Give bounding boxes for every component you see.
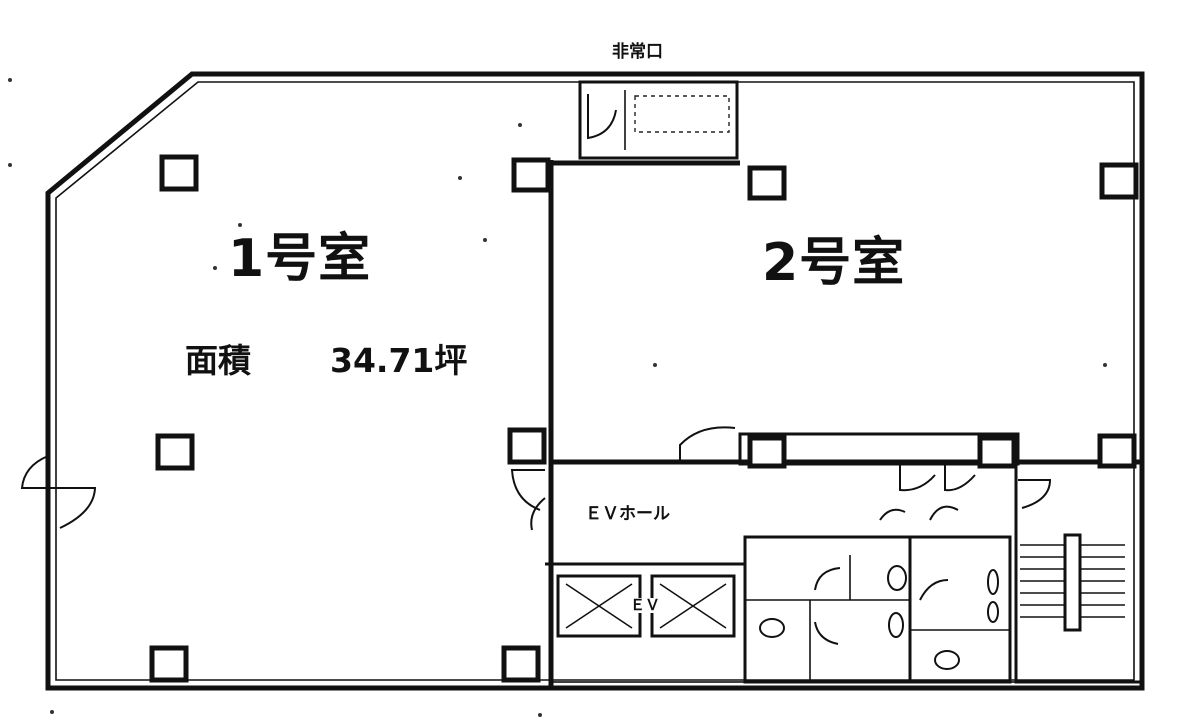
toilet-bowl-3 (934, 650, 960, 670)
toilet-right-block (908, 535, 1012, 684)
elevator-2-cross-b (659, 583, 727, 629)
toilet-door-1 (814, 567, 841, 591)
sink-2 (987, 601, 999, 623)
column (507, 427, 547, 465)
column (747, 165, 787, 201)
room1-label: 1号室 (228, 229, 372, 289)
room1-entrance-door-2 (20, 455, 49, 489)
room2-bottom-wall-strip (738, 432, 1020, 466)
room2-label: 2号室 (762, 233, 906, 293)
toilet-entry-door-2 (929, 505, 959, 521)
exit-stair-hatch (634, 95, 730, 133)
ev-hall-label: ＥＶホール (585, 504, 670, 524)
room1-entrance-door (48, 487, 97, 529)
emergency-exit-label: 非常口 (612, 42, 663, 62)
stair-door (1018, 479, 1052, 509)
emergency-exit-block (578, 80, 739, 160)
column (1099, 162, 1139, 200)
scan-specks (8, 78, 1107, 717)
room2-door-3 (944, 464, 976, 492)
stair-treads (1020, 533, 1125, 632)
stair-block (1014, 460, 1144, 684)
toilet-bowl-1 (759, 618, 785, 638)
toilet-block (743, 535, 912, 684)
toilet-bowl-4 (887, 565, 907, 591)
column (159, 154, 199, 192)
ev-label: ＥＶ (630, 596, 661, 614)
column (511, 157, 551, 193)
room1-area-value: 34.71坪 (330, 341, 468, 380)
ev-hall-area (550, 461, 1017, 683)
column (501, 645, 541, 683)
column (155, 433, 195, 471)
building-outline (45, 71, 1145, 691)
sink-1 (987, 569, 999, 595)
room2-door-2 (899, 464, 936, 492)
room2-door (679, 426, 736, 462)
column (977, 435, 1017, 469)
column (747, 435, 787, 469)
column (1097, 433, 1137, 469)
toilet-bowl-2 (888, 612, 904, 638)
building-outline-inner (55, 81, 1135, 681)
elevator-1-cross-b (565, 583, 633, 629)
column (149, 645, 189, 683)
exit-door-swing (587, 94, 617, 140)
ev-hall-side-door (530, 497, 546, 531)
room1-area-label: 面積 (185, 341, 251, 380)
toilet-door-3 (919, 579, 949, 601)
toilet-entry-door (879, 508, 906, 521)
toilet-door-2 (814, 621, 839, 645)
